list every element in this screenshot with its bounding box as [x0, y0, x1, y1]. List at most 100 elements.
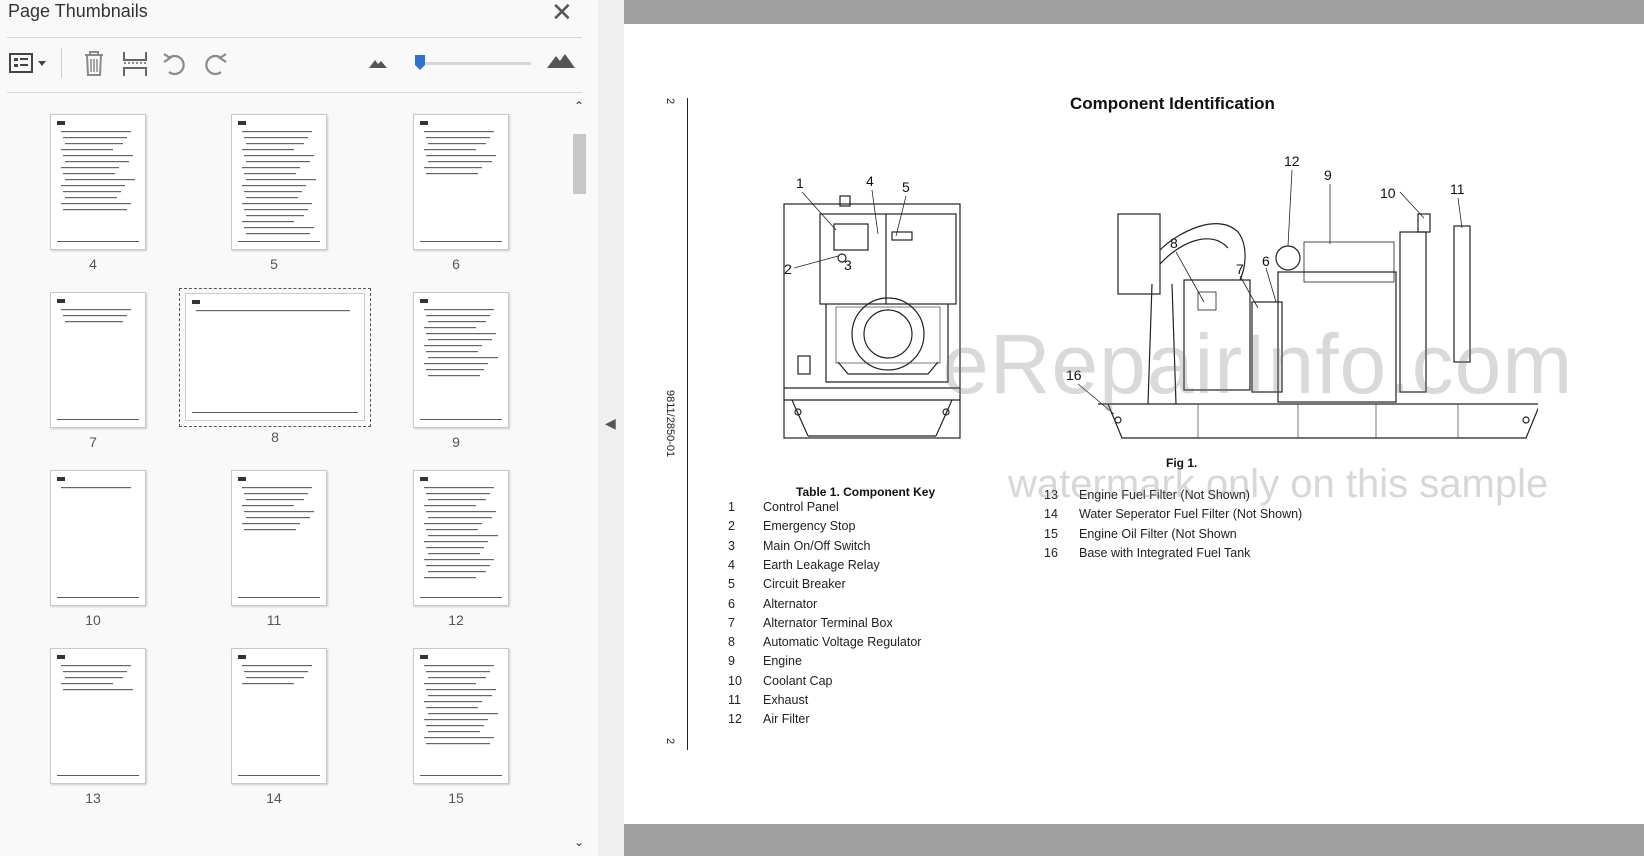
collapse-panel-icon[interactable]: ◀: [605, 415, 616, 431]
page-thumbnail[interactable]: 10: [0, 460, 188, 647]
page-thumbnail[interactable]: 12: [361, 460, 551, 647]
key-description: Main On/Off Switch: [763, 538, 871, 553]
thumbnail-page-preview: [413, 114, 509, 250]
rotate-counterclockwise-icon[interactable]: [160, 48, 190, 83]
panel-splitter[interactable]: [598, 0, 624, 856]
thumbnail-options-icon[interactable]: [8, 48, 50, 83]
toolbar-separator: [61, 48, 62, 78]
header-divider: [7, 37, 582, 38]
zoom-out-thumbnails-icon[interactable]: [368, 54, 388, 75]
callout-6: 6: [1262, 253, 1270, 269]
thumbnail-page-preview: [231, 114, 327, 250]
toolbar-divider: [7, 92, 582, 93]
key-number: 14: [1044, 507, 1058, 522]
callout-10: 10: [1380, 185, 1396, 201]
key-description: Engine: [763, 654, 802, 669]
key-number: 6: [728, 596, 735, 611]
key-number: 2: [728, 519, 735, 534]
key-number: 5: [728, 577, 735, 592]
document-viewer: [624, 0, 1644, 856]
page-thumbnail[interactable]: 7: [0, 282, 188, 469]
scroll-up-arrow[interactable]: ⌃: [573, 99, 585, 113]
key-number: 7: [728, 615, 735, 630]
callout-11: 11: [1450, 181, 1465, 197]
thumbnail-scrollbar[interactable]: ⌃ ⌄: [570, 98, 588, 856]
page-thumbnail[interactable]: 6: [361, 110, 551, 291]
key-description: Control Panel: [763, 500, 839, 514]
thumbnail-page-preview: [413, 292, 509, 428]
thumbnail-page-number: 10: [85, 612, 101, 628]
thumbnail-page-preview: [50, 114, 146, 250]
thumbnail-page-number: 4: [89, 256, 97, 272]
page-thumbnail[interactable]: 15: [361, 638, 551, 825]
key-number: 3: [728, 538, 735, 553]
scroll-down-arrow[interactable]: ⌄: [573, 835, 585, 849]
viewer-top-gap: [624, 0, 1644, 24]
page-title: Component Identification: [1070, 94, 1275, 113]
page-thumbnails-panel: Page Thumbnails ✕: [0, 0, 598, 856]
rotate-clockwise-icon[interactable]: [200, 48, 230, 83]
key-description: Alternator: [763, 596, 818, 611]
key-description: Engine Fuel Filter (Not Shown): [1079, 488, 1250, 502]
margin-rule: [687, 98, 688, 750]
key-description: Automatic Voltage Regulator: [763, 635, 922, 650]
thumbnail-page-number: 11: [266, 612, 282, 628]
page-thumbnail[interactable]: 13: [0, 638, 188, 825]
thumbnail-page-number: 7: [89, 434, 97, 450]
key-description: Emergency Stop: [763, 519, 856, 534]
thumbnail-size-slider-thumb[interactable]: [414, 54, 426, 71]
page-thumbnail[interactable]: 14: [179, 638, 369, 825]
panel-title: Page Thumbnails: [8, 1, 148, 21]
thumbnail-page-preview: [413, 470, 509, 606]
thumbnail-size-slider-track[interactable]: [421, 62, 531, 65]
callout-5: 5: [902, 179, 910, 195]
callout-8: 8: [1170, 235, 1178, 251]
thumbnail-page-preview: [413, 648, 509, 784]
key-number: 12: [728, 712, 742, 727]
page-thumbnail[interactable]: 8: [179, 288, 371, 475]
thumbnail-page-preview: [50, 292, 146, 428]
key-number: 10: [728, 673, 742, 688]
key-description: Base with Integrated Fuel Tank: [1079, 545, 1251, 560]
key-description: Engine Oil Filter (Not Shown: [1079, 526, 1237, 541]
close-panel-button[interactable]: ✕: [551, 0, 573, 27]
key-number: 9: [728, 654, 735, 669]
key-number: 8: [728, 635, 735, 650]
callout-labels: 1 2 3 4 5 6 7 8 9 10 11 12 16: [784, 153, 1465, 383]
thumbnail-page-number: 6: [452, 256, 460, 272]
component-figure: 1 2 3 4 5 6 7 8 9 10 11 12 16: [783, 153, 1538, 439]
callout-9: 9: [1324, 167, 1332, 183]
insert-page-icon[interactable]: [120, 48, 150, 83]
scrollbar-thumb[interactable]: [573, 134, 586, 194]
key-number: 16: [1044, 545, 1058, 560]
delete-page-icon[interactable]: [80, 48, 108, 83]
callout-16: 16: [1066, 367, 1082, 383]
page-thumbnail[interactable]: 11: [179, 460, 369, 647]
key-description: Alternator Terminal Box: [763, 615, 893, 630]
page-thumbnail[interactable]: 4: [0, 110, 188, 291]
callout-leaders: [793, 169, 1463, 415]
callout-12: 12: [1284, 153, 1300, 169]
page-thumbnail[interactable]: 9: [361, 282, 551, 469]
page-thumbnail[interactable]: 5: [179, 110, 369, 291]
margin-page-number-top: 2: [664, 98, 676, 105]
key-description: Water Seperator Fuel Filter (Not Shown): [1079, 507, 1303, 522]
key-description: Exhaust: [763, 693, 809, 707]
panel-header: Page Thumbnails ✕: [0, 0, 598, 36]
callout-4: 4: [866, 173, 874, 189]
thumbnail-toolbar: [0, 44, 598, 84]
figure-caption: Fig 1.: [1166, 456, 1198, 470]
front-view-drawing: [783, 195, 961, 439]
selection-outline: [179, 288, 371, 427]
key-description: Earth Leakage Relay: [763, 557, 880, 572]
document-page: 2 9811/2850-01 2 Component Identificatio…: [624, 24, 1644, 824]
thumbnail-page-preview: [50, 648, 146, 784]
thumbnail-page-preview: [185, 293, 365, 421]
key-description: Air Filter: [763, 712, 810, 727]
thumbnail-page-number: 15: [448, 790, 464, 806]
callout-3: 3: [844, 257, 852, 273]
key-number: 15: [1044, 526, 1058, 541]
zoom-in-thumbnails-icon[interactable]: [546, 50, 576, 75]
key-number: 11: [728, 693, 741, 707]
